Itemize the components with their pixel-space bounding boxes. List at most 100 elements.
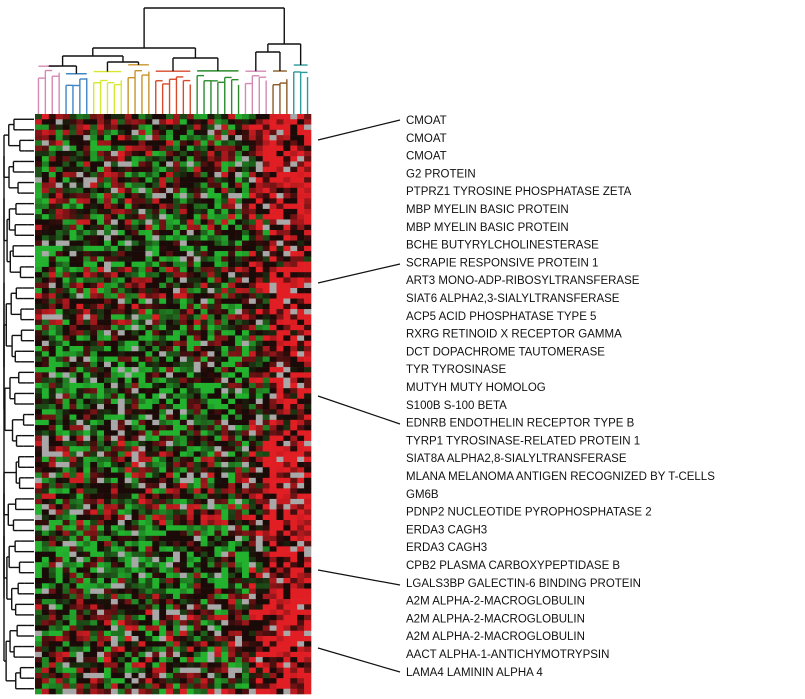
heatmap-cell [242, 150, 250, 157]
heatmap-cell [110, 140, 119, 146]
heatmap-cell [76, 646, 84, 653]
heatmap-cell [83, 546, 91, 552]
heatmap-cell [207, 504, 215, 510]
heatmap-cell [173, 467, 181, 473]
heatmap-cell [138, 493, 146, 500]
heatmap-cell [97, 609, 105, 616]
heatmap-cell [62, 172, 70, 178]
heatmap-cell [138, 261, 146, 268]
heatmap-cell [131, 504, 139, 510]
heatmap-cell [290, 208, 298, 215]
heatmap-cell [297, 314, 305, 320]
heatmap-cell [83, 541, 91, 547]
heatmap-cell [228, 462, 236, 468]
heatmap-cell [145, 625, 153, 632]
heatmap-cell [186, 609, 194, 616]
heatmap-cell [131, 551, 139, 558]
heatmap-cell [179, 651, 188, 658]
heatmap-cell [131, 382, 139, 389]
heatmap-cell [193, 556, 201, 563]
heatmap-cell [152, 446, 160, 452]
heatmap-cell [48, 135, 56, 141]
heatmap-cell [304, 683, 312, 690]
heatmap-cell [262, 261, 270, 268]
heatmap-cell [97, 636, 105, 642]
heatmap-cell [83, 372, 91, 378]
heatmap-cell [276, 235, 284, 241]
heatmap-cell [262, 166, 270, 173]
heatmap-cell [255, 377, 263, 384]
heatmap-cell [62, 166, 70, 173]
heatmap-cell [214, 520, 222, 526]
heatmap-cell [304, 245, 312, 252]
heatmap-cell [48, 462, 56, 468]
heatmap-cell [97, 657, 105, 663]
heatmap-cell [242, 440, 250, 447]
heatmap-cell [35, 504, 43, 510]
heatmap-cell [131, 256, 139, 262]
heatmap-cell [290, 525, 298, 531]
heatmap-cell [97, 393, 105, 400]
heatmap-cell [69, 272, 77, 278]
heatmap-cell [55, 404, 63, 410]
heatmap-cell [117, 657, 125, 663]
heatmap-cell [83, 277, 91, 284]
heatmap-cell [255, 145, 263, 152]
heatmap-cell [62, 114, 70, 120]
heatmap-cell [276, 351, 284, 357]
heatmap-cell [117, 377, 125, 384]
heatmap-cell [186, 187, 194, 194]
heatmap-cell [297, 530, 305, 537]
heatmap-cell [269, 129, 277, 136]
heatmap-cell [235, 562, 243, 568]
heatmap-cell [166, 514, 174, 521]
heatmap-cell [145, 636, 153, 642]
heatmap-cell [276, 414, 284, 421]
heatmap-cell [283, 530, 291, 537]
heatmap-cell [145, 404, 153, 410]
heatmap-cell [145, 541, 153, 547]
heatmap-cell [297, 404, 305, 410]
heatmap-cell [152, 488, 160, 494]
heatmap-cell [90, 288, 98, 294]
heatmap-cell [62, 556, 70, 563]
heatmap-cell [255, 636, 263, 642]
heatmap-cell [110, 335, 119, 342]
heatmap-cell [214, 198, 222, 204]
heatmap-cell [41, 593, 50, 600]
heatmap-cell [221, 161, 229, 168]
heatmap-cell [166, 451, 174, 458]
heatmap-cell [304, 150, 312, 157]
heatmap-cell [248, 156, 257, 162]
heatmap-cell [138, 288, 146, 294]
heatmap-cell [166, 372, 174, 378]
heatmap-cell [276, 525, 284, 531]
heatmap-cell [262, 662, 270, 668]
heatmap-cell [97, 240, 105, 247]
heatmap-cell [186, 636, 194, 642]
heatmap-cell [200, 672, 208, 679]
heatmap-cell [173, 129, 181, 136]
heatmap-cell [124, 298, 132, 305]
heatmap-cell [276, 435, 284, 442]
heatmap-cell [200, 646, 208, 653]
heatmap-cell [152, 493, 160, 500]
heatmap-cell [90, 688, 98, 695]
heatmap-cell [166, 572, 174, 579]
heatmap-cell [166, 430, 174, 436]
heatmap-cell [166, 214, 174, 220]
heatmap-cell [269, 530, 277, 537]
heatmap-cell [69, 372, 77, 378]
heatmap-cell [138, 530, 146, 537]
heatmap-cell [110, 309, 119, 315]
heatmap-cell [152, 282, 160, 289]
heatmap-cell [159, 467, 167, 473]
heatmap-cell [55, 456, 63, 463]
heatmap-cell [104, 456, 112, 463]
gene-label: PDNP2 NUCLEOTIDE PYROPHOSPHATASE 2 [406, 507, 652, 519]
heatmap-cell [90, 335, 98, 342]
heatmap-cell [166, 636, 174, 642]
heatmap-cell [152, 462, 160, 468]
heatmap-cell [48, 641, 56, 647]
